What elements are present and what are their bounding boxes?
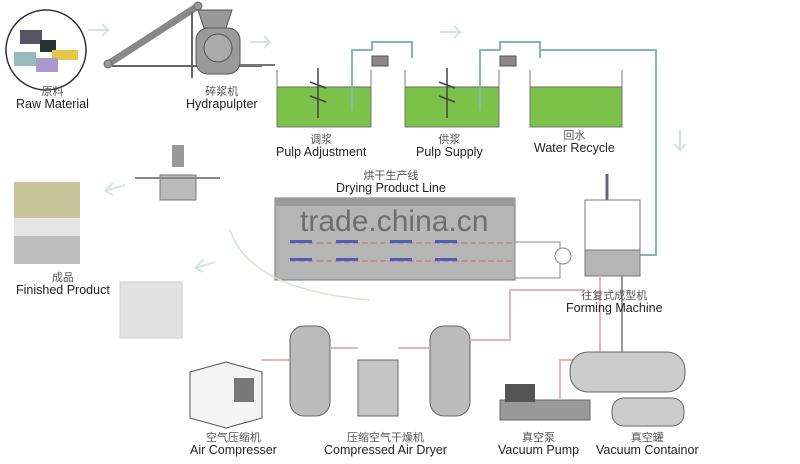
forming-machine-icon xyxy=(584,174,641,360)
label-vacuum-pump: 真空泵 Vacuum Pump xyxy=(498,432,579,457)
vacuum-pump-icon xyxy=(499,359,591,421)
label-en: Pulp Adjustment xyxy=(276,144,367,159)
label-zh: 调浆 xyxy=(310,133,333,146)
label-zh: 供浆 xyxy=(438,133,461,146)
pulp-adjustment-tank xyxy=(276,86,372,128)
label-air-dryer: 压缩空气干燥机 Compressed Air Dryer xyxy=(324,432,447,457)
label-pulp-supply: 供浆 Pulp Supply xyxy=(416,134,483,159)
label-hydrapulpter: 碎浆机 Hydrapulpter xyxy=(186,86,258,111)
finished-product-image xyxy=(14,182,183,339)
label-air-compressor: 空气压缩机 Air Compresser xyxy=(190,432,277,457)
flow-arrow xyxy=(88,23,687,273)
label-zh: 烘干生产线 xyxy=(363,169,419,182)
label-finished-product: 成品 Finished Product xyxy=(16,272,110,297)
label-en: Forming Machine xyxy=(566,300,663,315)
vacuum-container-icon xyxy=(569,351,686,427)
air-compressor-icon xyxy=(189,361,263,429)
label-zh: 回水 xyxy=(563,129,586,142)
label-en: Drying Product Line xyxy=(336,180,446,195)
air-tank-icon xyxy=(262,289,585,417)
pulp-supply-tank xyxy=(404,86,500,128)
label-zh: 真空泵 xyxy=(522,431,556,444)
label-zh: 原料 xyxy=(41,85,64,98)
pulp-pipe xyxy=(351,41,541,110)
label-pulp-adjustment: 调浆 Pulp Adjustment xyxy=(276,134,366,159)
label-zh: 往复式成型机 xyxy=(581,289,648,302)
agitator-icon xyxy=(309,68,456,118)
label-en: Vacuum Pump xyxy=(498,442,580,457)
label-en: Finished Product xyxy=(16,282,110,297)
label-vacuum-container: 真空罐 Vacuum Containor xyxy=(596,432,699,457)
water-recycle-tank xyxy=(529,86,623,128)
watermark: trade.china.cn xyxy=(300,205,489,238)
label-en: Hydrapulpter xyxy=(186,96,258,111)
pump-icon xyxy=(371,55,517,67)
drying-line-icon xyxy=(229,197,572,301)
label-en: Air Compresser xyxy=(190,442,277,457)
label-zh: 成品 xyxy=(51,271,74,284)
label-raw-material: 原料 Raw Material xyxy=(16,86,89,111)
conveyor-icon xyxy=(103,1,262,78)
tray-press-icon xyxy=(135,145,220,201)
label-drying-line: 烘干生产线 Drying Product Line xyxy=(336,170,446,195)
label-zh: 压缩空气干燥机 xyxy=(346,431,424,444)
label-forming-machine: 往复式成型机 Forming Machine xyxy=(566,290,663,315)
label-en: Pulp Supply xyxy=(416,144,483,159)
label-zh: 碎浆机 xyxy=(205,85,239,98)
raw-material-image xyxy=(5,9,87,91)
label-water-recycle: 回水 Water Recycle xyxy=(534,130,615,155)
hydrapulper-icon xyxy=(195,9,275,75)
label-en: Compressed Air Dryer xyxy=(324,442,447,457)
label-en: Vacuum Containor xyxy=(596,442,699,457)
label-zh: 空气压缩机 xyxy=(205,431,261,444)
label-zh: 真空罐 xyxy=(630,431,664,444)
label-en: Water Recycle xyxy=(534,140,615,155)
label-en: Raw Material xyxy=(16,96,89,111)
